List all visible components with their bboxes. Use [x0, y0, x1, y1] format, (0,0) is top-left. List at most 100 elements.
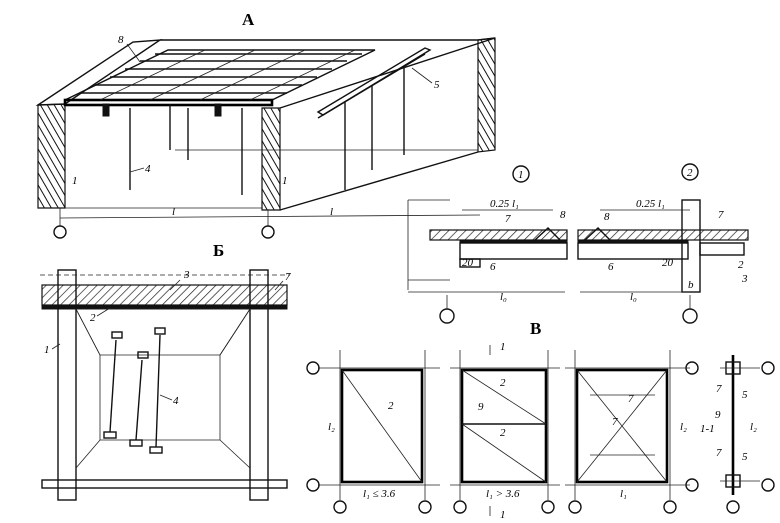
callout-a-4: 4 — [145, 163, 151, 175]
b-column-right — [249, 269, 269, 501]
detail-2-number: 2 — [687, 167, 693, 179]
detail-1-number: 1 — [518, 169, 524, 181]
d1-beam — [459, 242, 568, 260]
d1-frac: 0.25 l₁ — [490, 198, 519, 210]
callout-d2-8: 8 — [604, 211, 610, 223]
panel-a-isometric: А 8 — [35, 10, 496, 239]
reinforcement-rows — [80, 49, 362, 101]
beam-props — [344, 67, 405, 190]
callout-v4-5a: 5 — [742, 389, 748, 401]
b-props — [103, 327, 166, 454]
d1-lo: l₀ — [500, 291, 507, 303]
leader-b-4 — [159, 394, 173, 401]
right-side-wall-bottom — [279, 151, 479, 211]
callout-d2-6: 6 — [608, 261, 614, 273]
callout-v2-2b: 2 — [500, 427, 506, 439]
panel-a-title: А — [242, 10, 255, 29]
callout-v4-5b: 5 — [742, 451, 748, 463]
callout-v4-7a: 7 — [716, 383, 722, 395]
callout-d2-b: b — [688, 279, 694, 291]
dim-a-l1: l — [172, 206, 175, 218]
back-wall-edge — [160, 37, 496, 41]
left-wall-top — [35, 39, 163, 106]
v1-span: l₁ ≤ 3.6 — [363, 488, 396, 500]
callout-v4-9: 9 — [715, 409, 721, 421]
v4-section: 1-1 — [700, 423, 715, 435]
callout-d2-20: 20 — [662, 257, 674, 269]
callout-a-5: 5 — [434, 79, 440, 91]
detail-2-marker — [681, 163, 699, 181]
callout-b-7: 7 — [285, 271, 291, 283]
v2-span: l₁ > 3.6 — [486, 488, 520, 500]
callout-v3-7b: 7 — [612, 416, 618, 428]
callout-d1-6: 6 — [490, 261, 496, 273]
d2-slab — [577, 229, 749, 241]
callout-v1-2: 2 — [388, 400, 394, 412]
callout-d1-20: 20 — [462, 257, 474, 269]
callout-d1-8: 8 — [560, 209, 566, 221]
d2-lo: l₀ — [630, 291, 637, 303]
props-under-slab — [102, 103, 243, 195]
panel-v-title: В — [530, 319, 541, 338]
plan-3: 7 7 l₁ l₂ — [565, 350, 699, 514]
d2-frac: 0.25 l₁ — [636, 198, 665, 210]
plan-2: 1 1 2 2 9 l₁ > 3.6 — [450, 341, 560, 521]
b-back-room — [75, 308, 251, 356]
dim-a-l2: l — [330, 206, 333, 218]
callout-v4-7b: 7 — [716, 447, 722, 459]
right-far-wall — [477, 37, 496, 153]
axis-marker-a-right — [261, 225, 275, 239]
axis-marker-a-left — [53, 225, 67, 239]
callout-v2-2a: 2 — [500, 377, 506, 389]
plan-1-frame — [340, 368, 424, 484]
callout-d2-3: 3 — [741, 273, 748, 285]
axis-marker-d2 — [682, 308, 698, 324]
d2-right-beam — [699, 242, 745, 256]
callout-v2-1: 1 — [500, 341, 506, 353]
callout-a-8: 8 — [118, 34, 124, 46]
panel-b-title: Б — [213, 241, 224, 260]
a-dim-line — [59, 214, 481, 219]
v1-side: l₂ — [328, 421, 335, 433]
leader-a-4 — [129, 167, 145, 173]
d1-slab — [429, 229, 568, 241]
callout-d2-2: 2 — [738, 259, 744, 271]
callout-b-3: 3 — [183, 269, 190, 281]
slab-front-edge — [63, 98, 274, 107]
axis-marker-d1 — [439, 308, 455, 324]
right-side-wall-top — [279, 37, 496, 109]
leader-a-8 — [126, 43, 141, 63]
v3-side: l₂ — [680, 421, 687, 433]
d2-beam — [577, 242, 689, 260]
panel-b-section: Б 4 3 7 — [40, 241, 291, 501]
callout-a-1-right: 1 — [282, 175, 288, 187]
plan-4-section: 7 5 9 1-1 7 5 l₂ — [700, 355, 775, 514]
d2-haunch — [584, 227, 611, 241]
v3-span: l₁ — [620, 488, 627, 500]
right-brick-wall — [261, 107, 281, 211]
b-floor — [41, 479, 288, 489]
callout-b-1: 1 — [44, 344, 50, 356]
detail-1: 1 0.25 l₁ 7 8 6 20 l₀ — [407, 165, 568, 324]
b-column-left — [57, 269, 77, 501]
detail-1-marker — [512, 165, 530, 183]
callout-b-4: 4 — [173, 395, 179, 407]
callout-a-1-left: 1 — [72, 175, 78, 187]
callout-v2-9: 9 — [478, 401, 484, 413]
callout-v3-7a: 7 — [628, 393, 634, 405]
callout-d1-7: 7 — [505, 213, 511, 225]
d1-haunch — [534, 227, 561, 241]
detail-2: 2 0.25 l₁ 8 7 6 20 2 3 b l₀ — [577, 163, 749, 324]
d1-support — [459, 258, 481, 268]
left-brick-wall — [37, 103, 66, 209]
panel-v-plans: В 2 l₁ ≤ 3.6 l₂ — [306, 319, 775, 521]
plan-3-frame — [575, 368, 669, 484]
plan-2-frame — [460, 368, 548, 484]
beam-formwork — [316, 47, 432, 116]
leader-a-5 — [411, 67, 433, 84]
callout-v2-1b: 1 — [500, 509, 506, 521]
plan-1: 2 l₁ ≤ 3.6 l₂ — [306, 350, 440, 514]
plan-1-diagonal — [341, 369, 423, 483]
v4-side: l₂ — [750, 421, 757, 433]
